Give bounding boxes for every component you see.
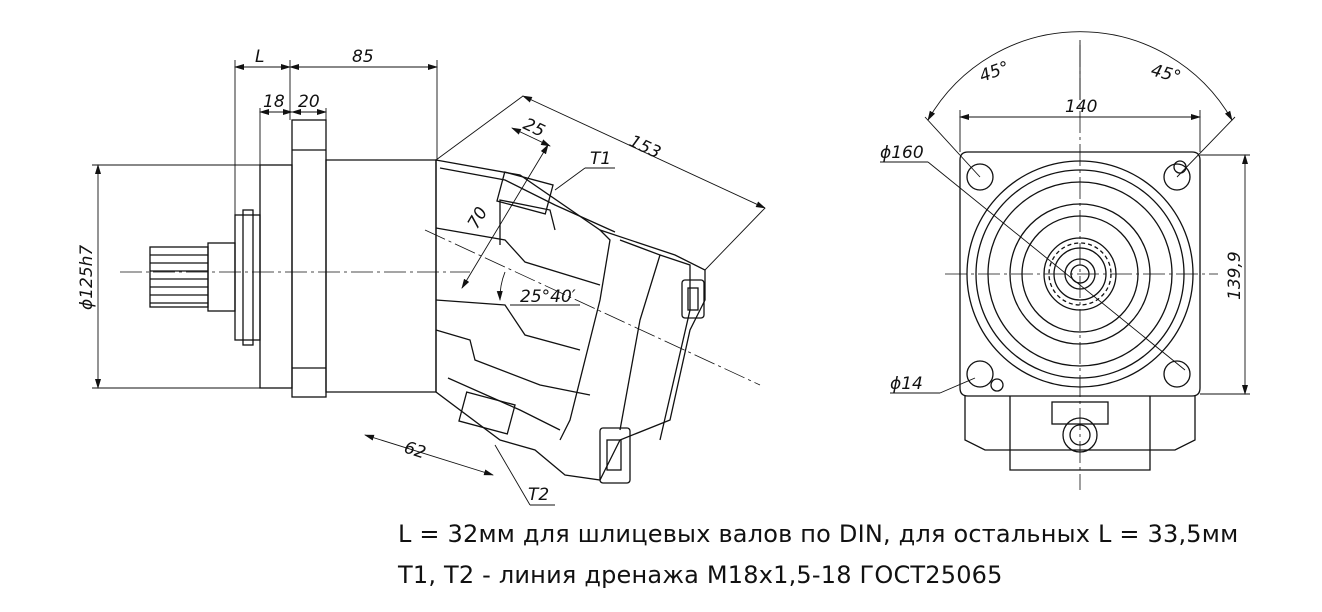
note-shaft-length: L = 32мм для шлицевых валов по DIN, для … [398,520,1239,548]
front-view-labels: 45° 45° 140 ϕ160 139,9 ϕ14 [880,58,1245,394]
dim-25: 25 [520,114,548,141]
port-t2-label: T2 [528,485,549,505]
side-view-dimensions [92,60,766,506]
dim-160: ϕ160 [880,143,924,163]
dim-62: 62 [401,438,428,464]
dim-140: 140 [1065,97,1097,117]
front-view [945,45,1218,490]
dim-angle: 25°40′ [520,287,576,307]
port-t1-label: T1 [590,149,611,169]
dim-70: 70 [464,204,492,233]
dim-139-9: 139,9 [1225,251,1245,300]
dim-angle-right: 45° [1149,61,1183,88]
splined-shaft [149,242,236,312]
dim-18: 18 [263,92,285,112]
dim-85: 85 [352,47,374,67]
note-drain-line: T1, T2 - линия дренажа M18x1,5-18 ГОСТ25… [398,561,1003,589]
front-view-dimensions [880,31,1250,395]
dim-L: L [255,47,264,67]
side-view [120,119,761,484]
dim-14: ϕ14 [890,374,923,394]
dim-125h7: ϕ125h7 [77,245,97,310]
dim-20: 20 [298,92,320,112]
